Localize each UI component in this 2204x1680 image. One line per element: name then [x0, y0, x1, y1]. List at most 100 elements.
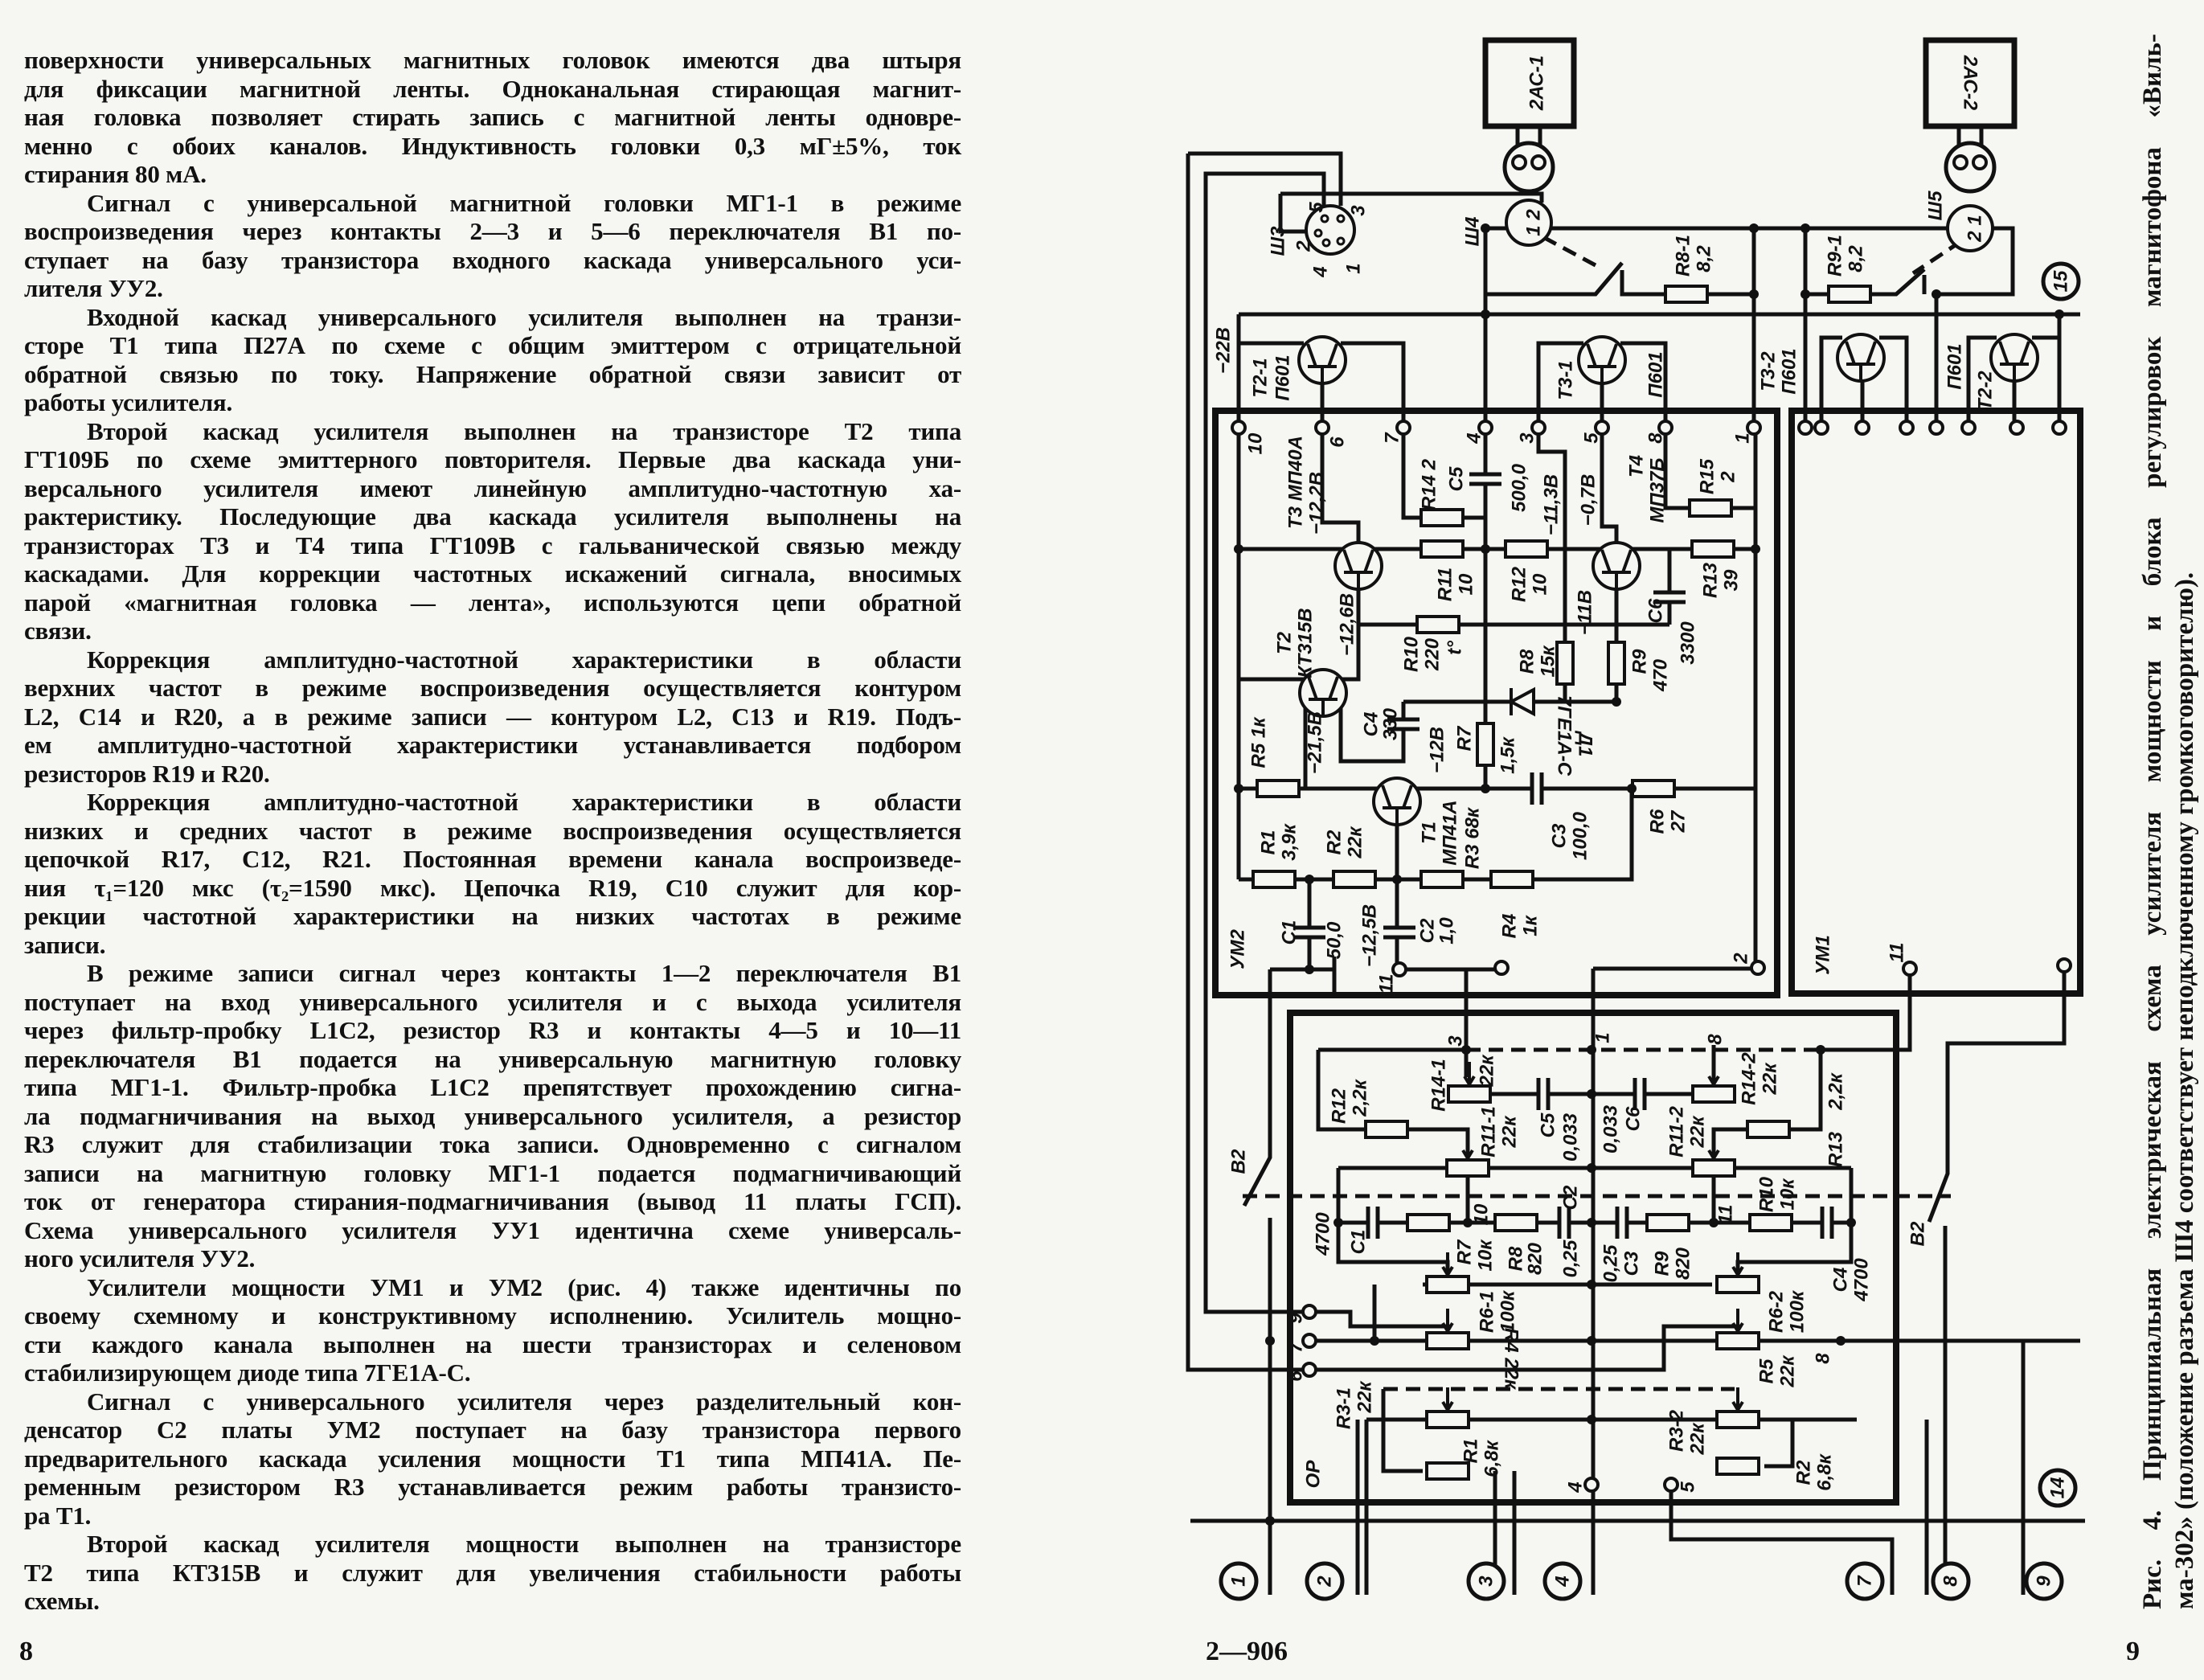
potentiometer-wiper-icon: [1441, 1387, 1454, 1413]
terminal-pin: [1231, 420, 1247, 436]
junction-dot: [1265, 1516, 1275, 1526]
schematic-label-op-r12: R12: [1329, 1088, 1350, 1124]
schematic-label-r9: R9: [1629, 649, 1651, 674]
right-page-number: 9: [2126, 1637, 2140, 1666]
resistor: [1419, 508, 1465, 527]
schematic-label-op-r12v: 2,2к: [1350, 1078, 1371, 1117]
schematic-label-op-p4: 4: [1565, 1481, 1587, 1493]
terminal-pin: [1854, 420, 1870, 436]
text-line: работы усилителя.: [24, 388, 233, 416]
text-line: ем амплитудно-частотной характеристики у…: [24, 731, 961, 759]
schematic-label-b2-left: B2: [1228, 1149, 1250, 1174]
schematic-label-op-r14-2: R14-2: [1739, 1052, 1760, 1105]
wire: [1600, 434, 1619, 543]
schematic-label-sh3-p5: 5: [1306, 202, 1328, 213]
junction-dot: [1627, 784, 1637, 793]
schematic-label-op-p1: 1: [1592, 1032, 1614, 1043]
schematic-label-c-1: 1: [1228, 1576, 1250, 1586]
resistor: [1691, 1084, 1736, 1104]
schematic-label-sh3: Ш3: [1268, 226, 1289, 256]
terminal-pin: [1301, 1333, 1317, 1349]
schematic-label-op-c3: C3: [1621, 1251, 1643, 1276]
schematic-label-sh3-p3: 3: [1348, 205, 1370, 216]
signature-mark: 2—906: [1206, 1637, 1288, 1666]
schematic-label-sh5: Ш5: [1925, 191, 1947, 220]
resistor: [1489, 870, 1534, 889]
junction-dot: [1481, 784, 1490, 793]
schematic-label-r9-1: R9-1: [1825, 235, 1846, 277]
wire: [1536, 434, 1567, 702]
connector-number-circle: [2038, 1468, 2078, 1508]
junction-dot: [1749, 223, 1759, 233]
capacitor-gap: [1293, 928, 1325, 937]
transistor-leads: [1306, 343, 1338, 383]
schematic-label-c-3: 3: [1476, 1576, 1497, 1587]
junction-dot: [1461, 1045, 1471, 1055]
junction-dot: [1816, 1045, 1825, 1055]
capacitor-gap: [1559, 1207, 1569, 1239]
schematic-label-r13v: 39: [1721, 569, 1743, 591]
capacitor: [1469, 472, 1501, 486]
connector-number-circle: [1542, 1561, 1583, 1601]
terminal-pin: [1902, 961, 1918, 977]
schematic-label-op-r6-1: R6-1: [1477, 1291, 1498, 1333]
text-line: парой «магнитная головка — лента», испол…: [24, 588, 961, 617]
resistor: [1415, 615, 1460, 634]
transistor-leads: [1307, 676, 1339, 716]
terminal-pin: [1301, 1362, 1317, 1378]
resistor: [1332, 870, 1377, 889]
schematic-label-op-r2: R2: [1793, 1460, 1815, 1485]
wire: [1966, 335, 1997, 428]
text-line: стирания 80 мА.: [24, 160, 207, 188]
junction-dot: [1587, 1415, 1596, 1424]
schematic-label-op-r1v: 6,8к: [1481, 1439, 1503, 1477]
wire: [1316, 1309, 1450, 1330]
schematic-label-c1: C1: [1279, 920, 1301, 945]
schematic-label-um1-p11: 11: [1887, 943, 1908, 963]
schematic-label-op-c6: C6: [1623, 1106, 1645, 1131]
capacitor: [1387, 717, 1419, 731]
terminal-pin: [1797, 420, 1813, 436]
terminal-pin: [1746, 420, 1762, 436]
resistor: [1715, 1275, 1760, 1294]
speaker-plug-icon: [1944, 141, 1997, 194]
capacitor: [1383, 925, 1415, 940]
junction-dot: [1800, 289, 1810, 299]
schematic-label-op-r6-2: R6-2: [1766, 1290, 1788, 1333]
text-line: ременным резистором R3 устанавливается р…: [24, 1473, 961, 1501]
schematic-label-r8-1: R8-1: [1673, 235, 1694, 277]
schematic-label-um2-p5: 5: [1581, 432, 1603, 444]
resistor: [1447, 1084, 1492, 1104]
wire: [1764, 1420, 1795, 1469]
schematic-label-c-8: 8: [1940, 1576, 1962, 1587]
schematic-label-um1: УМ1: [1813, 935, 1834, 975]
capacitor: [1557, 1207, 1571, 1239]
schematic-label-um2-p10: 10: [1245, 432, 1267, 454]
terminal-pin: [1493, 960, 1510, 976]
text-line: типа МГ1-1. Фильтр-пробка L1C2 препятств…: [24, 1073, 961, 1101]
wire: [1278, 194, 1307, 234]
text-line: для фиксации магнитной ленты. Одноканаль…: [24, 74, 961, 103]
text-line: Сигнал с универсальной магнитной головки…: [87, 188, 961, 217]
resistor: [1364, 1120, 1409, 1139]
capacitor: [1653, 590, 1686, 604]
junction-dot: [1305, 875, 1314, 884]
socket-pin: [1336, 236, 1346, 246]
text-line: сторе Т1 типа П27А по схеме с общим эмит…: [24, 331, 961, 359]
wire: [1934, 226, 2015, 428]
schematic-label-t1t: МП41А: [1440, 800, 1461, 865]
junction-dot: [1932, 289, 1941, 299]
schematic-label-op-r6-2v: 100к: [1787, 1289, 1809, 1333]
schematic-label-op-r14-1v: 22к: [1477, 1054, 1498, 1088]
resistor: [1690, 539, 1735, 559]
text-line: рактеристику. Последующие два каскада ус…: [24, 502, 961, 531]
junction-dot: [1587, 1045, 1596, 1055]
schematic-label-sh4-pins: 1 2: [1523, 209, 1545, 236]
schematic-label-t2-2t: П601: [1944, 343, 1966, 389]
junction-dot: [1846, 1218, 1856, 1227]
schematic-label-t3: T3 МП40А: [1285, 436, 1307, 529]
schematic-label-c6v: 3300: [1678, 621, 1699, 665]
text-line: ла подмагничивания на выход универсально…: [24, 1101, 961, 1130]
resistor: [1476, 722, 1495, 767]
connector-number-circle: [1305, 1561, 1345, 1601]
